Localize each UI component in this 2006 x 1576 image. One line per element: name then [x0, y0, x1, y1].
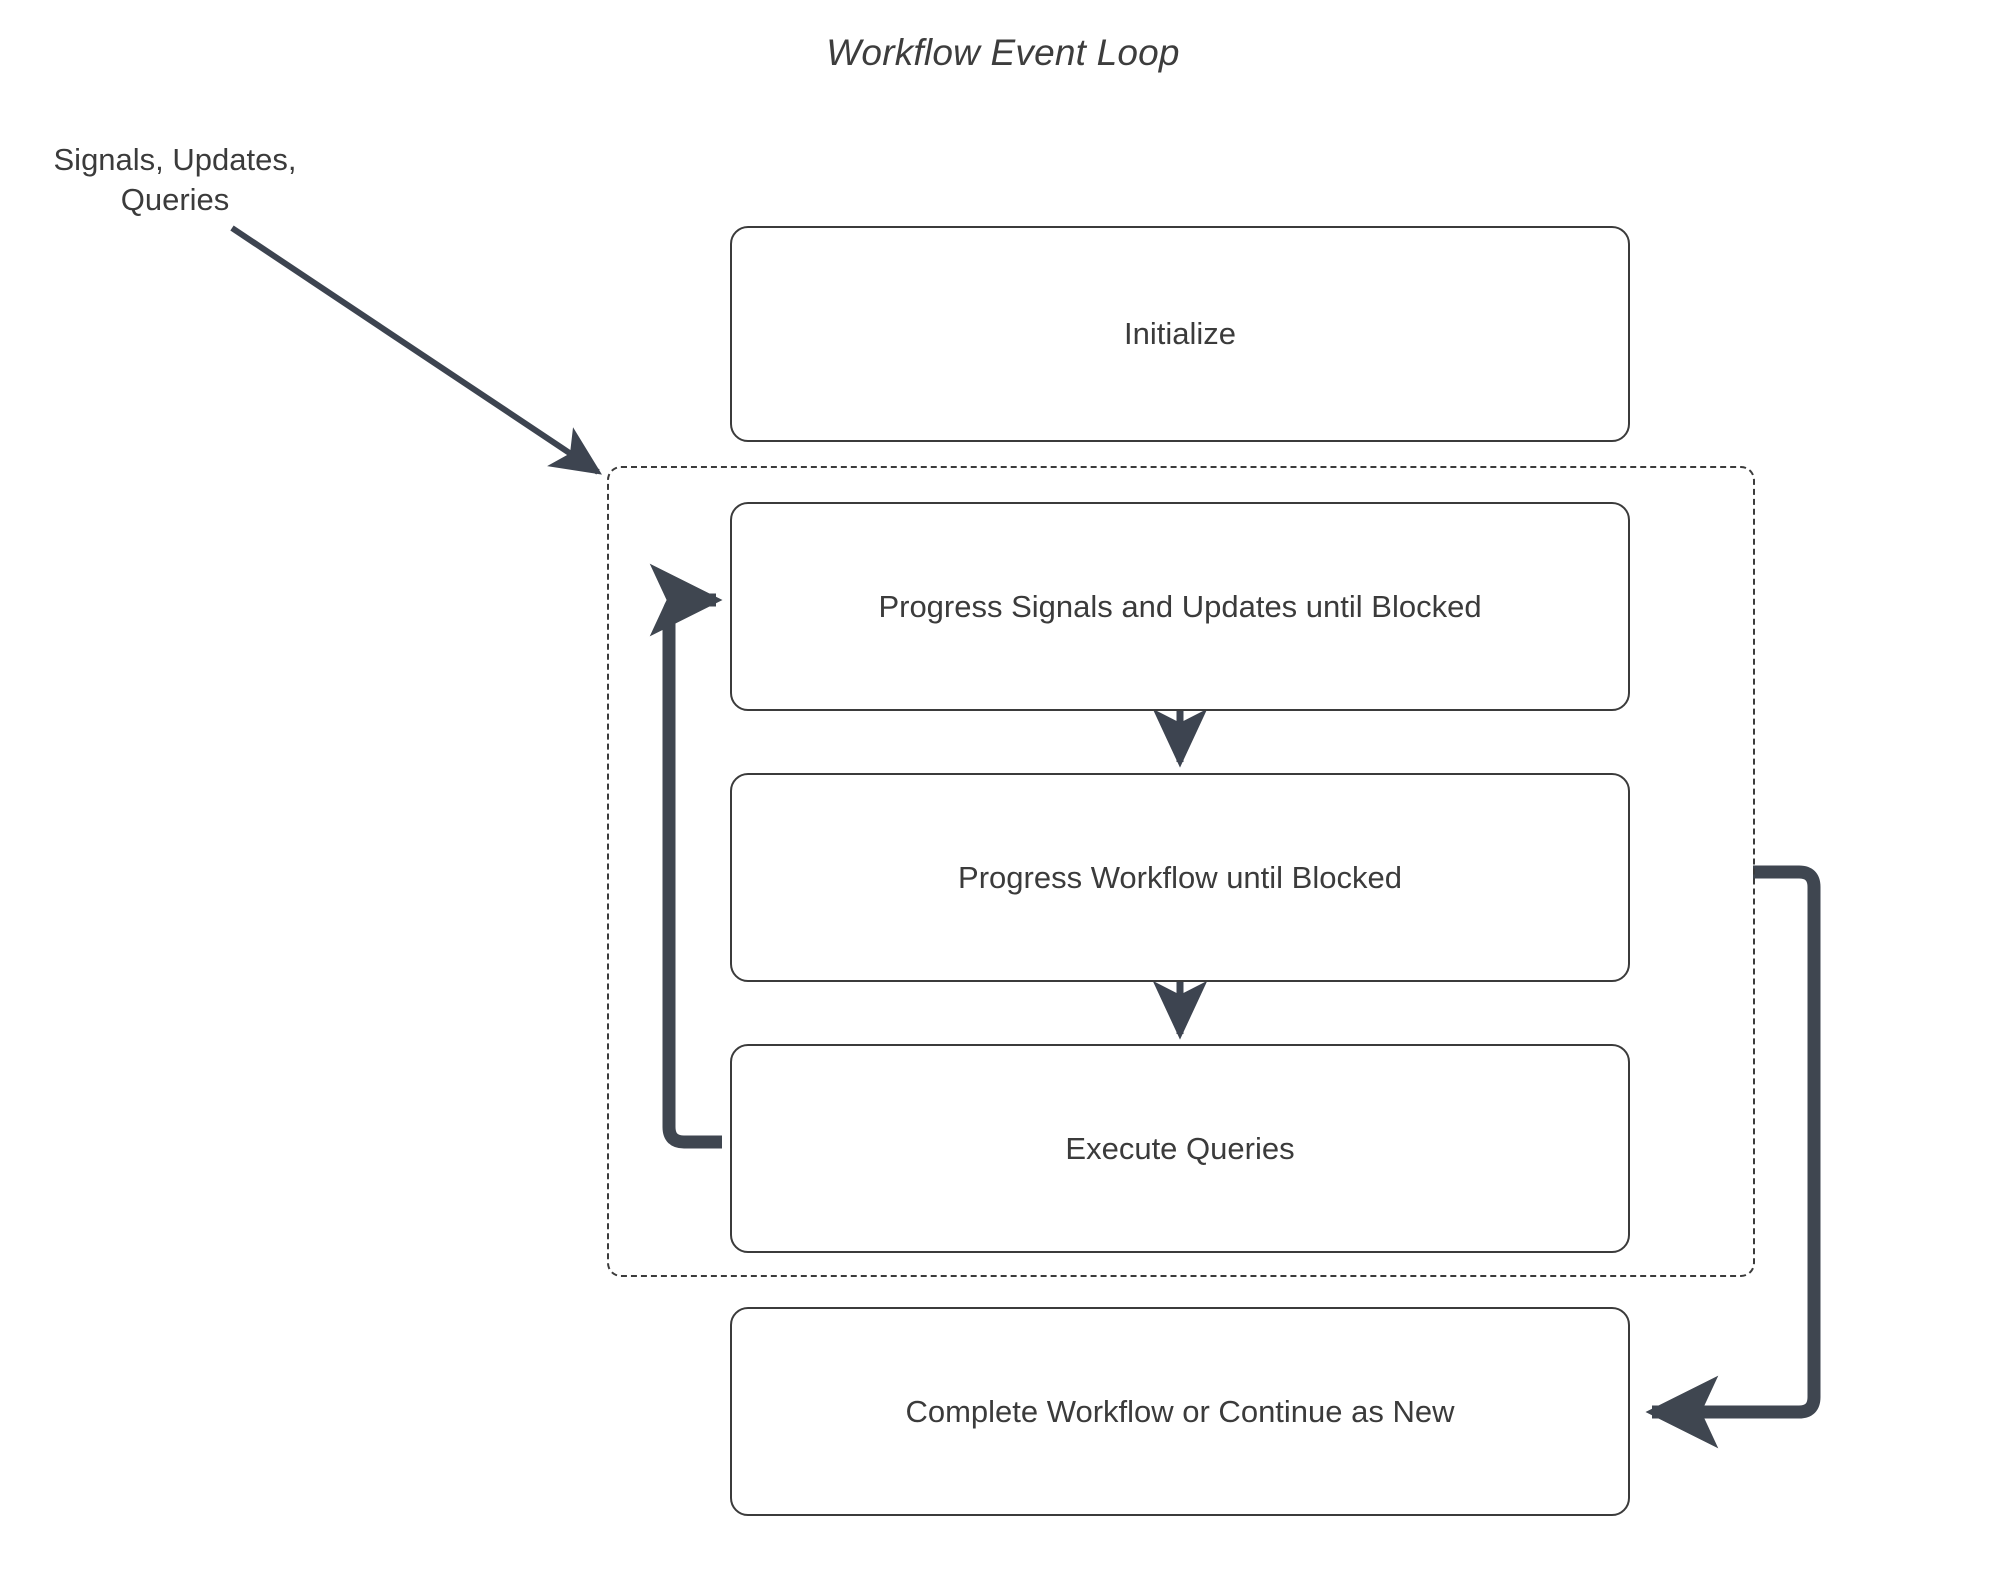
edge-signals-to-loop [230, 225, 602, 475]
node-execute-queries[interactable]: Execute Queries [730, 1044, 1630, 1253]
node-execute-queries-label: Execute Queries [1065, 1130, 1295, 1166]
node-progress-signals[interactable]: Progress Signals and Updates until Block… [730, 502, 1630, 711]
node-complete-workflow[interactable]: Complete Workflow or Continue as New [730, 1307, 1630, 1516]
external-input-label: Signals, Updates, Queries [53, 142, 297, 217]
event-loop-cluster [607, 466, 1755, 1277]
node-progress-signals-label: Progress Signals and Updates until Block… [878, 588, 1482, 624]
node-initialize[interactable]: Initialize [730, 226, 1630, 442]
node-progress-workflow[interactable]: Progress Workflow until Blocked [730, 773, 1630, 982]
node-complete-workflow-label: Complete Workflow or Continue as New [905, 1393, 1455, 1429]
node-progress-workflow-label: Progress Workflow until Blocked [958, 859, 1402, 895]
node-initialize-label: Initialize [1124, 316, 1236, 351]
page-title: Workflow Event Loop [826, 32, 1180, 73]
